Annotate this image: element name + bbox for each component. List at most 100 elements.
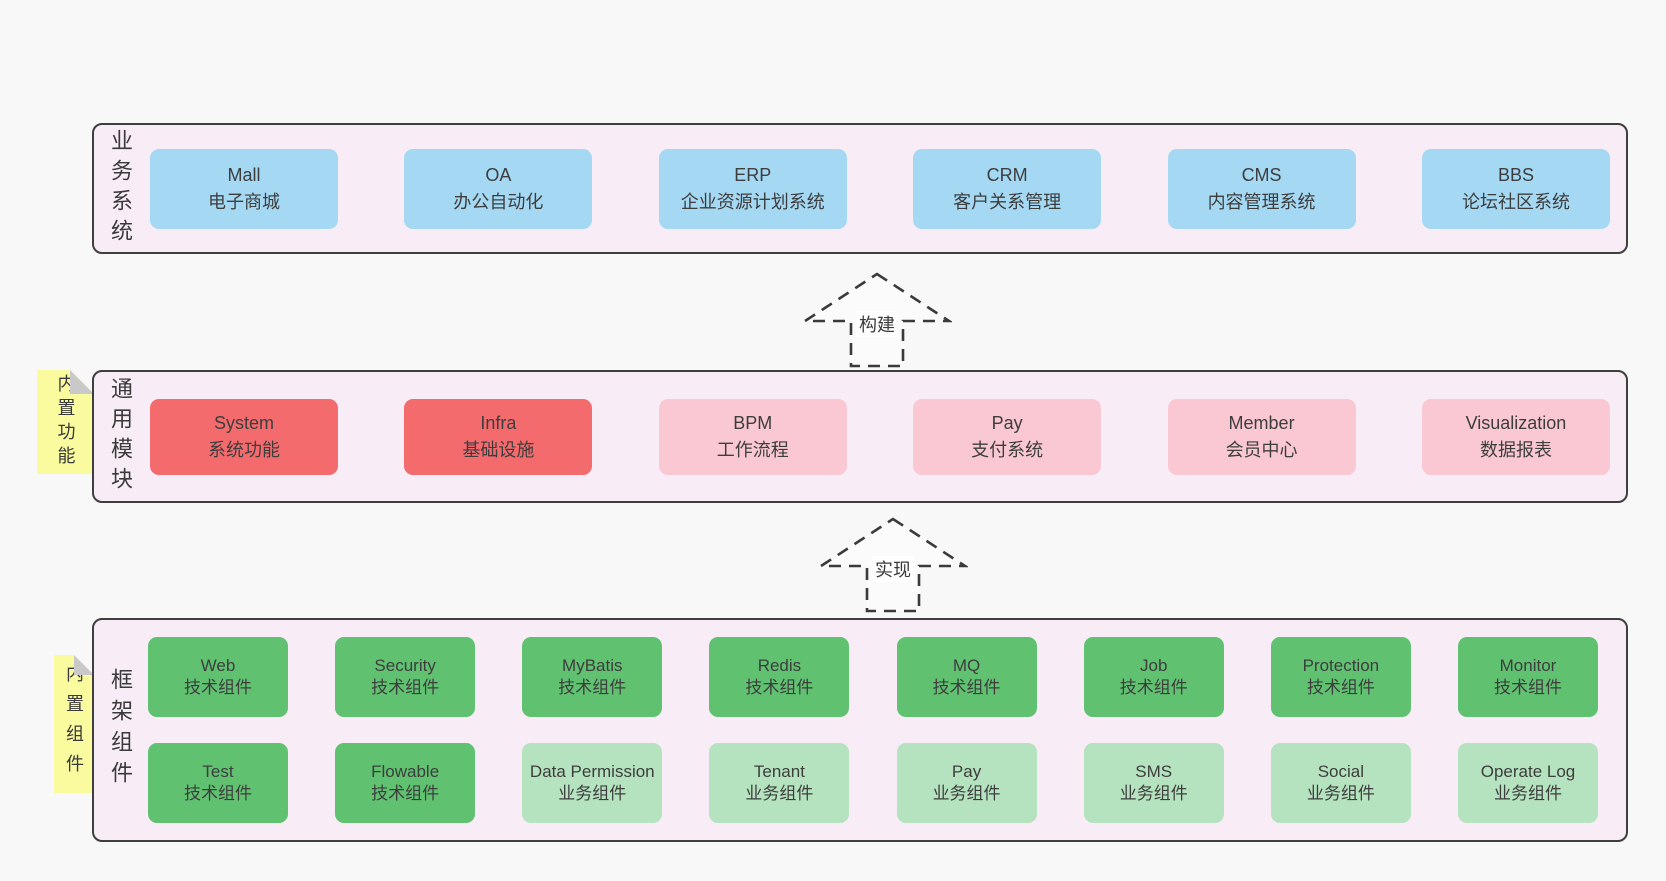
band-common-modules: 通用模块 System 系统功能 Infra 基础设施 BPM 工作流程 Pay…	[92, 370, 1628, 503]
box-pay-system: Pay 支付系统	[913, 398, 1102, 475]
box-redis: Redis 技术组件	[709, 637, 850, 717]
box-en-label: ERP	[734, 165, 772, 186]
box-zh-label: 技术组件	[558, 678, 627, 697]
box-en-label: System	[213, 413, 274, 434]
implement-arrow-label: 实现	[872, 556, 914, 582]
box-visualization: Visualization 数据报表	[1421, 398, 1610, 475]
box-protection: Protection 技术组件	[1270, 637, 1411, 717]
box-en-label: Protection	[1302, 655, 1380, 675]
box-zh-label: 会员中心	[1225, 439, 1298, 460]
box-job: Job 技术组件	[1083, 637, 1224, 717]
box-erp: ERP 企业资源计划系统	[658, 148, 847, 229]
box-en-label: CRM	[986, 165, 1028, 186]
box-en-label: Tenant	[753, 761, 805, 781]
box-zh-label: 业务组件	[1119, 784, 1188, 803]
box-zh-label: 业务组件	[932, 784, 1001, 803]
box-en-label: BPM	[733, 413, 773, 434]
box-zh-label: 工作流程	[716, 439, 789, 460]
box-zh-label: 数据报表	[1479, 439, 1552, 460]
box-en-label: Flowable	[371, 761, 440, 781]
folded-corner-icon	[70, 370, 94, 394]
box-zh-label: 内容管理系统	[1207, 191, 1316, 212]
box-zh-label: 电子商城	[208, 191, 280, 212]
box-zh-label: 系统功能	[208, 439, 280, 460]
build-arrow: 构建	[802, 271, 952, 369]
band-label-text: 业务系统	[108, 128, 133, 249]
box-zh-label: 技术组件	[1493, 678, 1562, 697]
box-bbs: BBS 论坛社区系统	[1421, 148, 1610, 229]
box-en-label: MQ	[952, 655, 981, 675]
box-en-label: Security	[374, 655, 436, 675]
band-business-label: 业务系统	[102, 125, 138, 252]
box-zh-label: 业务组件	[1493, 784, 1562, 803]
box-en-label: Data Permission	[529, 761, 655, 781]
box-operate-log: Operate Log 业务组件	[1457, 743, 1598, 823]
box-zh-label: 基础设施	[462, 439, 535, 460]
box-en-label: Web	[200, 655, 236, 675]
band-label-text: 框架组件	[108, 668, 133, 792]
box-zh-label: 技术组件	[1119, 678, 1188, 697]
box-zh-label: 技术组件	[184, 784, 252, 803]
framework-row-1: Web 技术组件 Security 技术组件 MyBatis 技术组件 Redi…	[148, 637, 1598, 717]
box-zh-label: 办公自动化	[453, 191, 544, 212]
box-data-permission: Data Permission 业务组件	[522, 743, 663, 823]
box-zh-label: 技术组件	[371, 784, 440, 803]
box-en-label: Pay	[991, 413, 1023, 434]
folded-corner-icon	[74, 655, 94, 675]
box-pay-component: Pay 业务组件	[896, 743, 1037, 823]
sticky-note-built-in-components: 内置组件	[54, 655, 94, 793]
box-en-label: Member	[1228, 413, 1295, 434]
box-en-label: MyBatis	[562, 655, 623, 675]
box-en-label: Social	[1317, 761, 1364, 781]
sticky-text: 内置组件	[64, 664, 84, 784]
framework-row-2: Test 技术组件 Flowable 技术组件 Data Permission …	[148, 743, 1598, 823]
box-en-label: Infra	[480, 413, 517, 434]
box-zh-label: 业务组件	[1306, 784, 1375, 803]
box-zh-label: 技术组件	[371, 678, 440, 697]
box-en-label: Operate Log	[1480, 761, 1576, 781]
band-modules-boxes: System 系统功能 Infra 基础设施 BPM 工作流程 Pay 支付系统…	[150, 372, 1610, 501]
sticky-text: 内置功能	[55, 374, 76, 470]
box-mybatis: MyBatis 技术组件	[522, 637, 663, 717]
box-en-label: Pay	[951, 761, 982, 781]
box-mall: Mall 电子商城	[150, 148, 338, 229]
box-en-label: Test	[202, 761, 234, 781]
band-business-systems: 业务系统 Mall 电子商城 OA 办公自动化 ERP 企业资源计划系统 CRM…	[92, 123, 1628, 254]
implement-arrow: 实现	[818, 516, 968, 614]
box-zh-label: 论坛社区系统	[1461, 191, 1570, 212]
box-member: Member 会员中心	[1167, 398, 1356, 475]
box-zh-label: 技术组件	[932, 678, 1001, 697]
band-framework-label: 框架组件	[102, 620, 138, 840]
box-zh-label: 企业资源计划系统	[680, 191, 825, 212]
box-zh-label: 技术组件	[745, 678, 814, 697]
box-zh-label: 技术组件	[184, 678, 252, 697]
band-label-text: 通用模块	[108, 376, 133, 497]
box-cms: CMS 内容管理系统	[1167, 148, 1356, 229]
build-arrow-label: 构建	[856, 311, 898, 337]
box-en-label: CMS	[1241, 165, 1282, 186]
box-infra: Infra 基础设施	[404, 398, 593, 475]
box-system: System 系统功能	[150, 398, 338, 475]
box-security: Security 技术组件	[335, 637, 476, 717]
box-monitor: Monitor 技术组件	[1457, 637, 1598, 717]
box-en-label: Mall	[227, 165, 261, 186]
box-oa: OA 办公自动化	[404, 148, 593, 229]
box-en-label: Redis	[757, 655, 802, 675]
box-web: Web 技术组件	[148, 637, 288, 717]
box-zh-label: 业务组件	[558, 784, 627, 803]
box-bpm: BPM 工作流程	[658, 398, 847, 475]
box-mq: MQ 技术组件	[896, 637, 1037, 717]
box-en-label: Visualization	[1465, 413, 1567, 434]
box-crm: CRM 客户关系管理	[913, 148, 1102, 229]
band-modules-label: 通用模块	[102, 372, 138, 501]
box-zh-label: 业务组件	[745, 784, 814, 803]
box-zh-label: 客户关系管理	[953, 191, 1062, 212]
box-zh-label: 支付系统	[971, 439, 1044, 460]
box-tenant: Tenant 业务组件	[709, 743, 850, 823]
box-en-label: OA	[485, 165, 512, 186]
sticky-note-built-in-features: 内置功能	[37, 370, 94, 474]
band-business-boxes: Mall 电子商城 OA 办公自动化 ERP 企业资源计划系统 CRM 客户关系…	[150, 125, 1610, 252]
box-en-label: BBS	[1497, 165, 1534, 186]
box-social: Social 业务组件	[1270, 743, 1411, 823]
